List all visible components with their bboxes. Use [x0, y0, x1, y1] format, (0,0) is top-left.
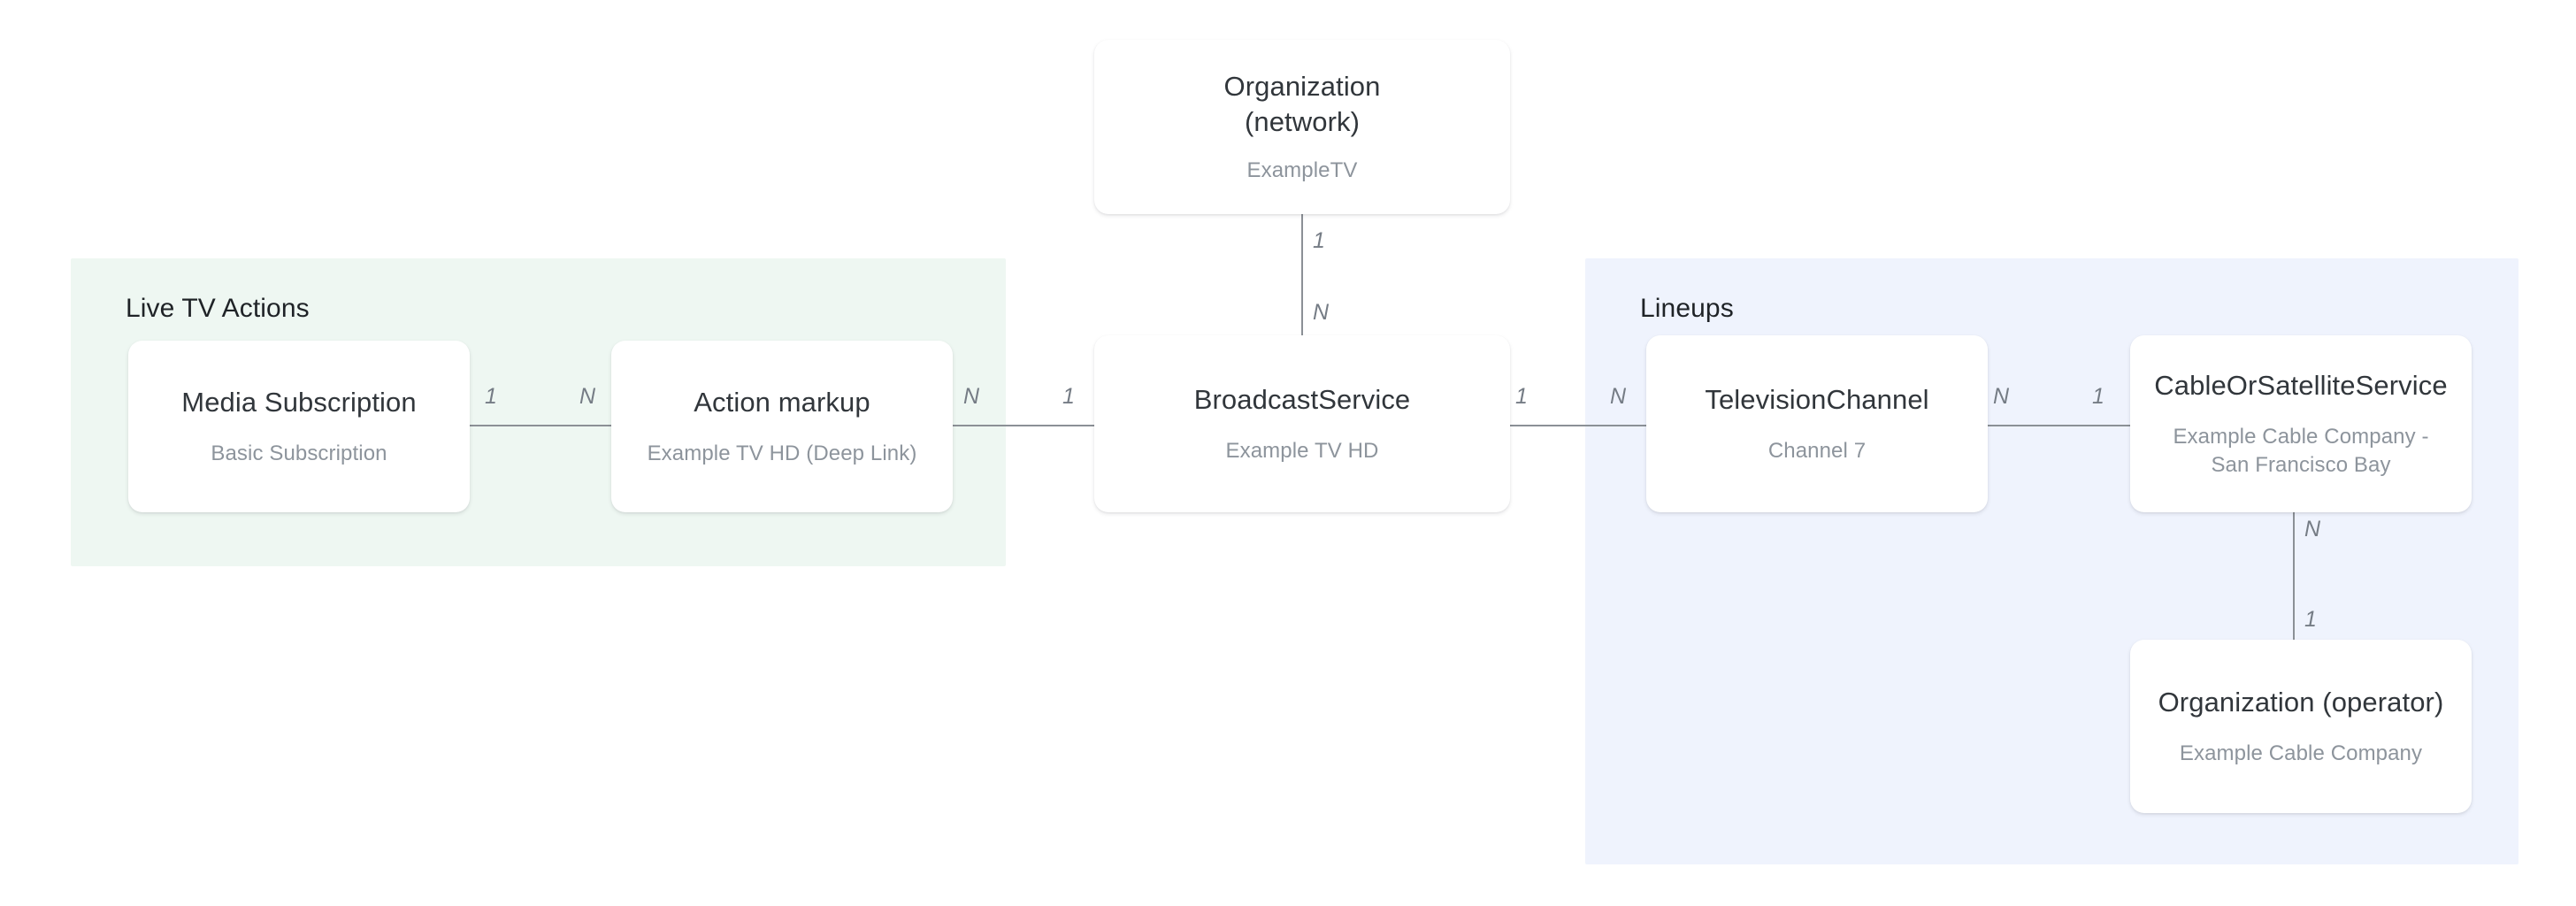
edge-line-television-channel-to-cable-or-satellite-service — [1988, 425, 2130, 426]
node-title-media-subscription: Media Subscription — [181, 387, 417, 418]
edge-label-cable-or-satellite-service-source: N — [2304, 517, 2321, 541]
node-title-cable-or-satellite-service: CableOrSatelliteService — [2154, 370, 2448, 402]
node-cable-or-satellite-service[interactable]: CableOrSatelliteService Example Cable Co… — [2130, 335, 2472, 512]
node-subtitle-organization-network: ExampleTV — [1246, 158, 1358, 183]
node-organization-network[interactable]: Organization (network) ExampleTV — [1094, 40, 1510, 214]
edge-label-action-markup-target: N — [579, 384, 596, 409]
node-television-channel[interactable]: TelevisionChannel Channel 7 — [1646, 335, 1988, 512]
edge-label-broadcast-service-source: 1 — [1515, 384, 1528, 409]
node-title-television-channel: TelevisionChannel — [1705, 384, 1929, 416]
edge-label-action-markup-source: N — [963, 384, 980, 409]
node-media-subscription[interactable]: Media Subscription Basic Subscription — [128, 341, 470, 512]
edge-line-cable-or-satellite-service-to-organization-operator — [2293, 512, 2295, 640]
edge-line-organization-network-to-broadcast-service — [1301, 214, 1303, 335]
edge-label-cable-or-satellite-service-target: 1 — [2092, 384, 2104, 409]
edge-line-broadcast-service-to-television-channel — [1510, 425, 1646, 426]
edge-label-television-channel-source: N — [1993, 384, 2010, 409]
node-organization-operator[interactable]: Organization (operator) Example Cable Co… — [2130, 640, 2472, 813]
node-subtitle-organization-operator: Example Cable Company — [2179, 741, 2423, 765]
node-subtitle-media-subscription: Basic Subscription — [211, 441, 387, 465]
edge-label-broadcast-service-target-from-action: 1 — [1062, 384, 1075, 409]
node-subtitle-action-markup: Example TV HD (Deep Link) — [647, 441, 917, 465]
edge-line-media-subscription-to-action-markup — [470, 425, 611, 426]
edge-label-television-channel-target: N — [1610, 384, 1627, 409]
node-title-organization-network: Organization (network) — [1223, 70, 1381, 137]
edge-line-action-markup-to-broadcast-service — [953, 425, 1094, 426]
node-subtitle-broadcast-service: Example TV HD — [1225, 439, 1379, 463]
edge-label-organization-network-source: 1 — [1313, 228, 1325, 253]
node-subtitle-cable-or-satellite-service: Example Cable Company - San Francisco Ba… — [2173, 425, 2429, 477]
node-broadcast-service[interactable]: BroadcastService Example TV HD — [1094, 335, 1510, 512]
edge-label-organization-operator-target: 1 — [2304, 607, 2317, 632]
node-title-action-markup: Action markup — [694, 387, 870, 418]
group-title-lineups: Lineups — [1640, 294, 1734, 323]
edge-label-media-subscription-source: 1 — [485, 384, 497, 409]
group-title-live-tv-actions: Live TV Actions — [126, 294, 310, 323]
node-subtitle-television-channel: Channel 7 — [1767, 439, 1867, 463]
node-title-broadcast-service: BroadcastService — [1193, 384, 1411, 416]
edge-label-broadcast-service-target-from-network: N — [1313, 300, 1330, 325]
node-action-markup[interactable]: Action markup Example TV HD (Deep Link) — [611, 341, 953, 512]
node-title-organization-operator: Organization (operator) — [2158, 687, 2444, 718]
